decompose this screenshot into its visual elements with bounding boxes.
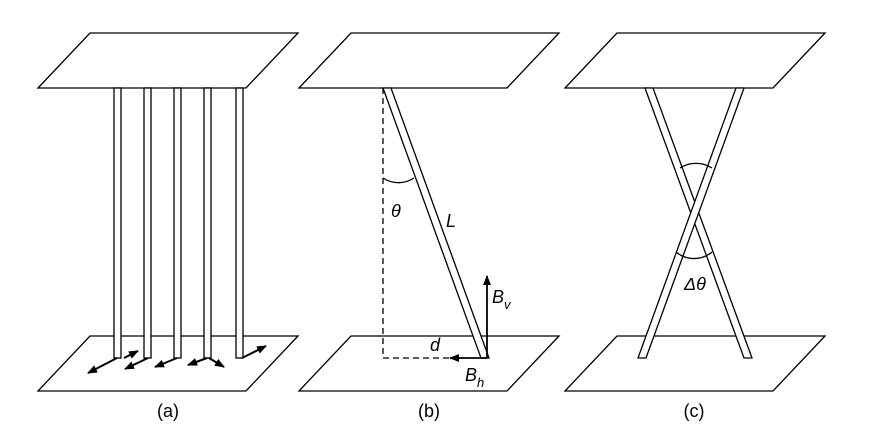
panel-a-rod-2 <box>143 87 152 359</box>
panel-b-bottom-plate <box>297 335 561 392</box>
panel-a-rod-1 <box>113 87 122 359</box>
panel-a-rod-3 <box>173 87 182 359</box>
offset-d-label: d <box>430 335 441 355</box>
panel-c-bottom-plate <box>563 335 827 392</box>
vertical-force-label: Bv <box>492 287 512 312</box>
panel-c-top-plate <box>563 32 827 89</box>
panel-b <box>297 32 561 392</box>
theta-angle-arc <box>382 177 415 184</box>
force-arrow <box>123 350 139 359</box>
panel-a-caption: (a) <box>157 401 179 421</box>
panel-c-rod-left <box>644 87 753 359</box>
panel-b-caption: (b) <box>418 401 440 421</box>
panel-c-rod-right <box>637 87 745 359</box>
force-arrow <box>124 357 149 370</box>
panel-a <box>36 32 300 392</box>
panel-a-force-arrows <box>87 345 267 374</box>
force-arrow <box>154 357 178 368</box>
panel-a-rod-4 <box>203 87 212 359</box>
delta-theta-label: Δθ <box>683 274 706 294</box>
upper-angle-arc <box>679 162 713 169</box>
panel-c-caption: (c) <box>684 401 705 421</box>
force-arrow <box>241 345 267 359</box>
length-label: L <box>446 211 456 231</box>
panel-c <box>563 32 827 392</box>
panel-b-top-plate <box>297 32 561 89</box>
panel-a-top-plate <box>36 32 300 89</box>
panel-b-tilted-rod <box>382 87 490 359</box>
theta-label: θ <box>391 201 401 221</box>
force-arrow <box>87 357 118 374</box>
force-arrow <box>208 357 225 368</box>
panel-a-bottom-plate <box>36 335 300 392</box>
force-arrow <box>187 357 208 366</box>
lower-angle-arc <box>675 251 713 260</box>
panel-a-rod-5 <box>235 87 244 359</box>
horizontal-force-label: Bh <box>465 365 484 390</box>
